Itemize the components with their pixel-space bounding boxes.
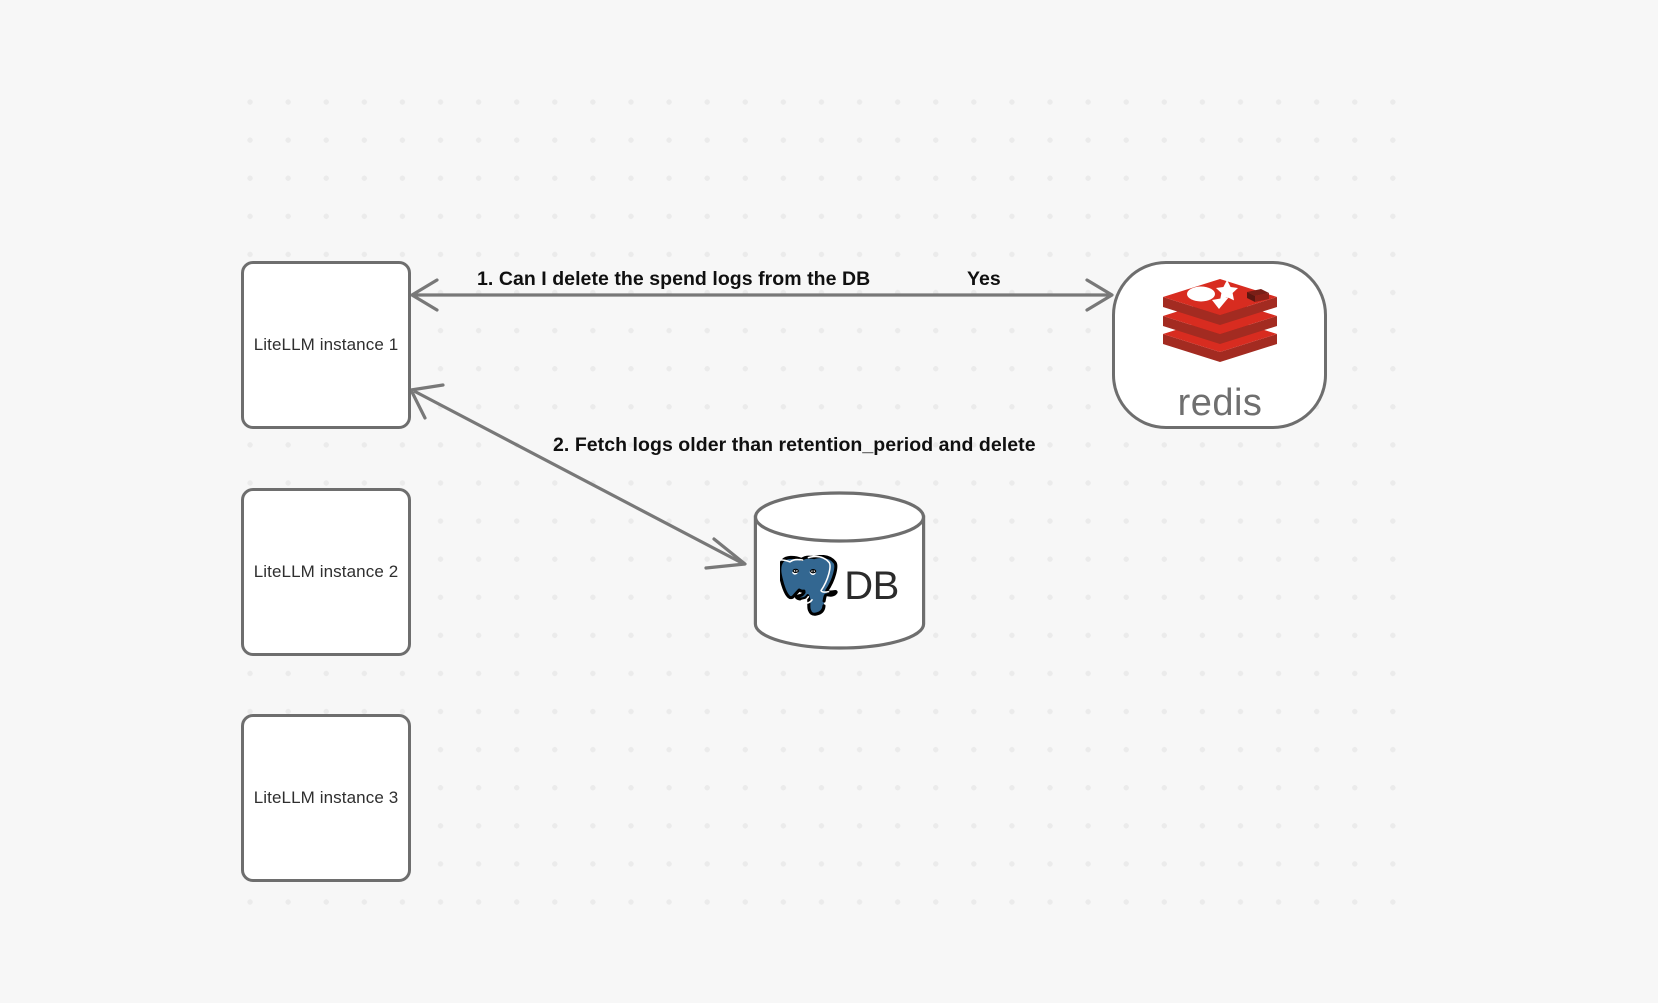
- node-label: LiteLLM instance 3: [253, 788, 399, 808]
- edge-label-response: Yes: [967, 268, 1001, 290]
- node-litellm-instance-1[interactable]: LiteLLM instance 1: [241, 261, 411, 429]
- svg-text:redis: redis: [1177, 384, 1262, 424]
- node-label: LiteLLM instance 1: [253, 335, 399, 355]
- redis-wordmark: redis: [1177, 384, 1262, 424]
- node-label: LiteLLM instance 2: [253, 562, 399, 582]
- node-litellm-instance-3[interactable]: LiteLLM instance 3: [241, 714, 411, 882]
- redis-logo: [1162, 279, 1277, 362]
- connector-litellm1-redis: [410, 278, 1114, 312]
- node-database[interactable]: DB: [752, 491, 927, 650]
- database-label: DB: [844, 563, 899, 608]
- cylinder-shape: [753, 491, 926, 650]
- edge-label-fetch-delete: 2. Fetch logs older than retention_perio…: [553, 434, 1036, 456]
- edge-label-request: 1. Can I delete the spend logs from the …: [477, 268, 871, 290]
- database-logo-row: DB: [752, 543, 927, 629]
- node-redis[interactable]: redis: [1112, 261, 1327, 429]
- connector-litellm1-database: [409, 383, 747, 570]
- node-litellm-instance-2[interactable]: LiteLLM instance 2: [241, 488, 411, 656]
- postgresql-elephant-icon: [780, 555, 838, 616]
